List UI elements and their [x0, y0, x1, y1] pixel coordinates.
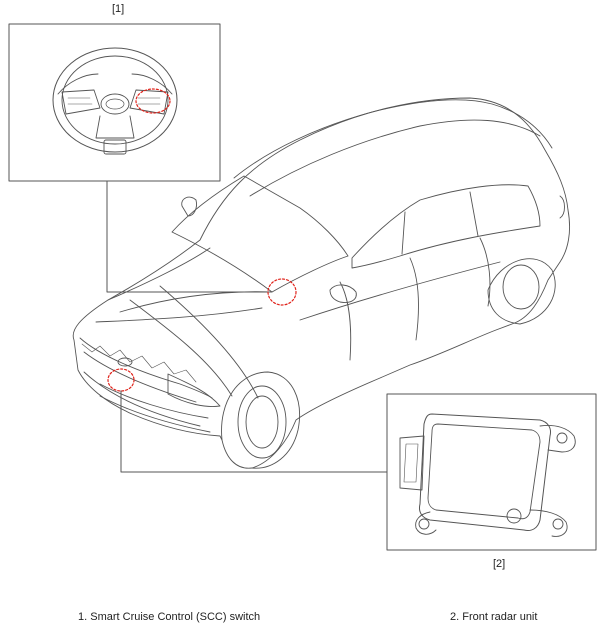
car-roof: [233, 99, 553, 179]
radar-location-highlight: [107, 368, 135, 392]
car-side-windows: [351, 184, 541, 269]
car-rear-wheel: [487, 258, 556, 325]
callout-box-1: [8, 23, 221, 182]
caption-front-radar: 2. Front radar unit: [450, 611, 538, 623]
leader-line-1: [106, 180, 269, 293]
car-side-mirror: [329, 284, 357, 303]
car-front-wheel: [221, 371, 300, 469]
callout-box-2: [386, 393, 597, 551]
car-left-mirror: [181, 196, 197, 217]
radar-unit-illustration: [399, 413, 576, 537]
car-headlight: [167, 373, 221, 407]
car-body-outline: [72, 97, 571, 469]
scc-switch-location-highlight: [267, 278, 297, 306]
callout-tag-2: [2]: [493, 558, 506, 570]
car-illustration: [72, 97, 571, 469]
leader-line-2: [120, 390, 388, 473]
callout-tag-1: [1]: [112, 3, 125, 15]
steering-wheel-illustration: [52, 47, 178, 155]
caption-scc-switch: 1. Smart Cruise Control (SCC) switch: [78, 611, 261, 623]
scc-switch-highlight: [135, 88, 171, 114]
car-windshield: [171, 175, 349, 293]
car-bumper: [83, 371, 211, 433]
car-grille: [79, 337, 213, 419]
car-hood: [95, 247, 273, 323]
